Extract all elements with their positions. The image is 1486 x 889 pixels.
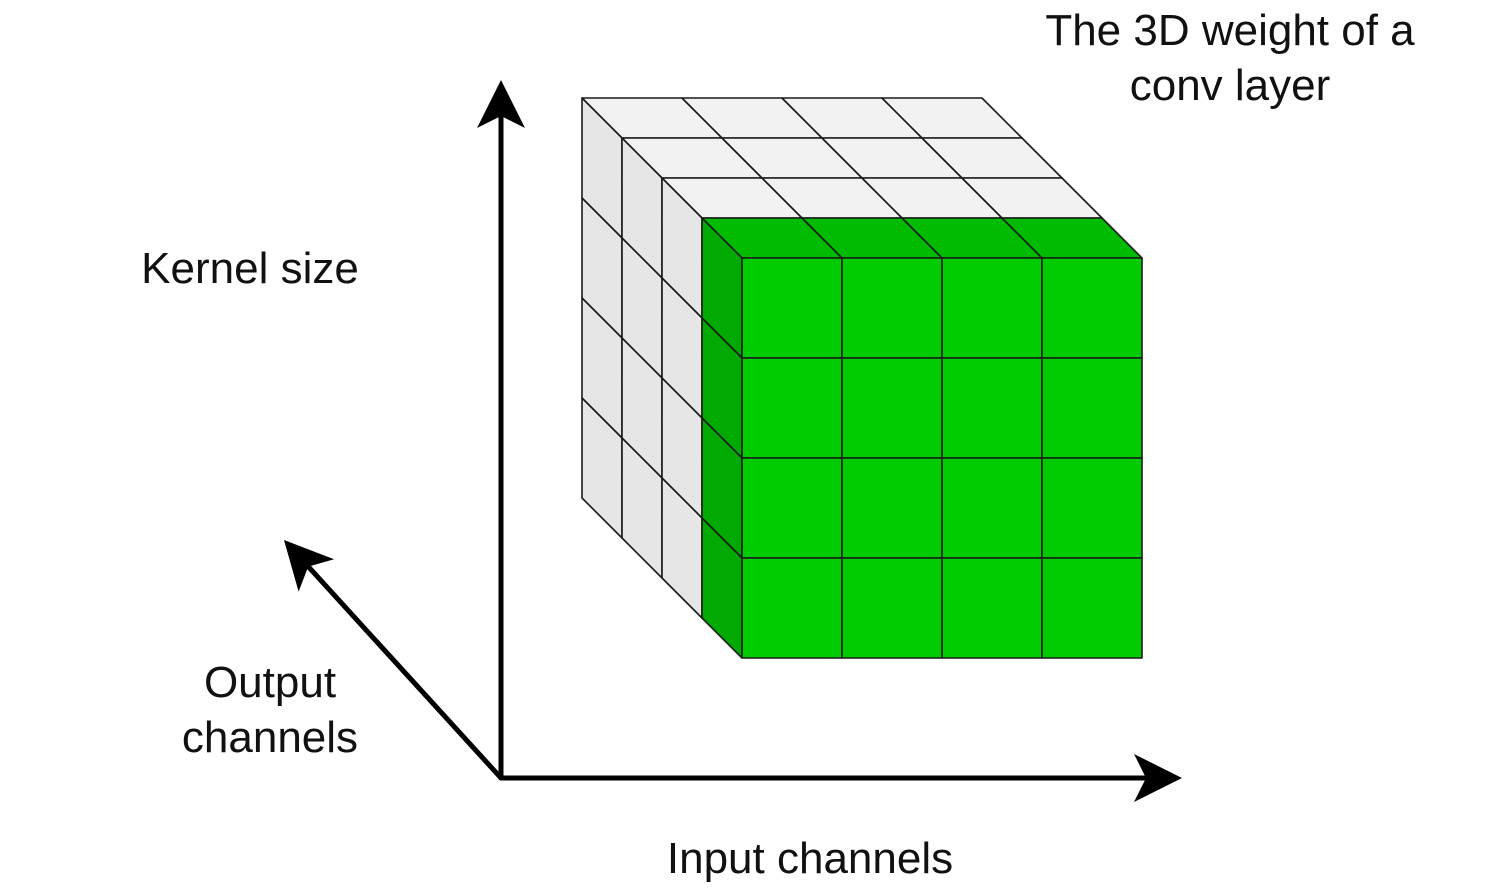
front-cell-2-0 [741, 457, 843, 559]
front-cell-0-1 [841, 257, 943, 359]
front-cell-3-1 [841, 557, 943, 659]
front-cell-0-3 [1041, 257, 1143, 359]
front-cell-1-0 [741, 357, 843, 459]
front-cell-0-0 [741, 257, 843, 359]
input-channels-axis-arrow-head [1134, 754, 1182, 802]
front-cell-1-3 [1041, 357, 1143, 459]
output-channels-axis-arrow [284, 540, 504, 781]
input-channels-axis-arrow [498, 754, 1182, 802]
front-cell-2-1 [841, 457, 943, 559]
weight-tensor-cube [581, 97, 1143, 659]
front-cell-1-2 [941, 357, 1043, 459]
kernel-size-label: Kernel size [141, 244, 359, 293]
kernel-size-axis-arrow-head [477, 80, 525, 128]
front-cell-3-3 [1041, 557, 1143, 659]
front-cell-0-2 [941, 257, 1043, 359]
front-cell-1-1 [841, 357, 943, 459]
output-channels-axis-arrow-head [284, 540, 335, 592]
input-channels-label: Input channels [666, 834, 954, 883]
diagram-title-line-2: conv layer [1129, 61, 1331, 110]
diagram-title: The 3D weight of a conv layer [1010, 3, 1450, 113]
output-channels-label-line-1: Output [203, 658, 337, 707]
front-cell-2-2 [941, 457, 1043, 559]
output-channels-label: Output channels [150, 655, 390, 765]
axes [284, 80, 1182, 802]
front-cell-3-2 [941, 557, 1043, 659]
output-channels-axis-arrow-shaft [305, 564, 504, 781]
front-cell-3-0 [741, 557, 843, 659]
diagram-title-line-1: The 3D weight of a [1045, 6, 1415, 55]
kernel-size-axis-arrow [477, 80, 525, 781]
output-channels-label-line-2: channels [181, 713, 359, 762]
front-cell-2-3 [1041, 457, 1143, 559]
